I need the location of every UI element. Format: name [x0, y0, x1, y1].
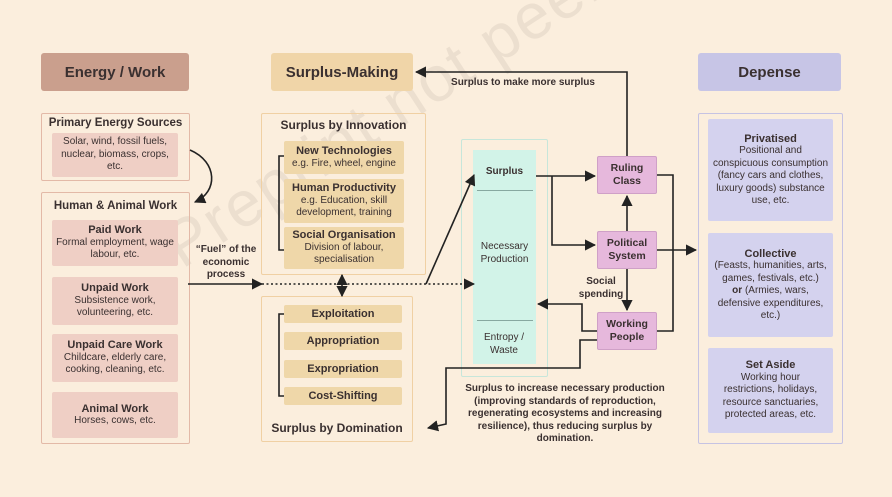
header-surplus-making: Surplus-Making	[271, 53, 413, 91]
privatised-box: Privatised Positional and conspicuous co…	[708, 119, 833, 221]
political-system-node: Political System	[597, 231, 657, 269]
new-technologies-box: New Technologies e.g. Fire, wheel, engin…	[284, 141, 404, 174]
exploitation-label: Exploitation	[311, 308, 375, 320]
expropriation-label: Expropriation	[307, 363, 379, 375]
unpaid-care-text: Childcare, elderly care, cooking, cleani…	[63, 351, 167, 376]
header-energy-work: Energy / Work	[41, 53, 189, 91]
collective-or: or	[732, 285, 743, 296]
innovation-title: Surplus by Innovation	[280, 118, 407, 132]
human-animal-frame	[41, 192, 190, 444]
paid-work-text: Formal employment, wage labour, etc.	[56, 236, 174, 261]
entropy-waste-label: Entropy / Waste	[483, 332, 525, 356]
primary-energy-text: Solar, wind, fossil fuels, nuclear, biom…	[61, 136, 169, 173]
working-people-node: Working People	[597, 312, 657, 350]
unpaid-work-box: Unpaid Work Subsistence work, volunteeri…	[52, 277, 178, 325]
privatised-text: Positional and conspicuous consumption (…	[712, 145, 829, 206]
animal-work-title: Animal Work	[81, 402, 149, 415]
ruling-working-bracket	[657, 174, 674, 332]
set-aside-text: Working hour restrictions, holidays, res…	[722, 371, 819, 421]
collective-box: Collective (Feasts, humanities, arts, ga…	[708, 233, 833, 337]
ruling-class-node: Ruling Class	[597, 156, 657, 194]
surplus-increase-label: Surplus to increase necessary production…	[465, 383, 665, 444]
necessary-production-label: Necessary Production	[480, 241, 529, 265]
unpaid-care-title: Unpaid Care Work	[67, 339, 163, 352]
domination-bracket	[278, 313, 284, 397]
social-spending-label: Social spending	[578, 276, 624, 300]
animal-work-box: Animal Work Horses, cows, etc.	[52, 392, 178, 438]
social-organisation-box: Social Organisation Division of labour, …	[284, 227, 404, 269]
production-column	[473, 150, 536, 364]
surplus-to-political-arrow	[551, 176, 597, 251]
set-aside-box: Set Aside Working hour restrictions, hol…	[708, 348, 833, 433]
primary-energy-box: Solar, wind, fossil fuels, nuclear, biom…	[52, 133, 178, 177]
human-productivity-title: Human Productivity	[292, 182, 396, 195]
cost-shifting-box: Cost-Shifting	[284, 387, 402, 405]
new-technologies-title: New Technologies	[296, 145, 392, 157]
expropriation-box: Expropriation	[284, 360, 402, 378]
surplus-more-arrow	[414, 66, 628, 156]
appropriation-label: Appropriation	[306, 335, 380, 347]
surplus-more-label: Surplus to make more surplus	[451, 77, 595, 88]
exploitation-box: Exploitation	[284, 305, 402, 323]
header-depense-label: Depense	[738, 63, 801, 81]
unpaid-work-title: Unpaid Work	[81, 282, 149, 295]
primary-to-human-arrow	[189, 149, 213, 204]
human-productivity-box: Human Productivity e.g. Education, skill…	[284, 179, 404, 223]
animal-work-text: Horses, cows, etc.	[74, 415, 156, 426]
innovation-bracket	[278, 155, 284, 251]
production-frame	[461, 139, 548, 377]
unpaid-work-text: Subsistence work, volunteering, etc.	[74, 294, 156, 319]
reduce-domination-arrow	[426, 339, 597, 432]
collective-line2: (Armies, wars, defensive expenditures, e…	[717, 285, 824, 321]
collective-line1: (Feasts, humanities, arts, games, festiv…	[714, 260, 827, 284]
paid-work-title: Paid Work	[88, 224, 142, 237]
social-organisation-title: Social Organisation	[292, 229, 396, 242]
political-system-label: Political System	[606, 237, 648, 262]
working-to-production-arrow	[536, 298, 597, 332]
surplus-label: Surplus	[485, 166, 524, 177]
new-technologies-text: e.g. Fire, wheel, engine	[292, 157, 396, 169]
primary-energy-title: Primary Energy Sources	[48, 117, 183, 129]
social-organisation-text: Division of labour, specialisation	[304, 241, 384, 266]
header-energy-work-label: Energy / Work	[64, 63, 166, 81]
appropriation-box: Appropriation	[284, 332, 402, 350]
unpaid-care-box: Unpaid Care Work Childcare, elderly care…	[52, 334, 178, 382]
primary-energy-frame	[41, 113, 190, 181]
working-people-label: Working People	[606, 318, 648, 343]
entropy-divider	[477, 320, 533, 321]
cost-shifting-label: Cost-Shifting	[308, 390, 378, 402]
collective-title: Collective	[744, 247, 797, 260]
fuel-label: “Fuel” of the economic process	[195, 244, 257, 280]
paid-work-box: Paid Work Formal employment, wage labour…	[52, 220, 178, 266]
header-depense: Depense	[698, 53, 841, 91]
domination-title: Surplus by Domination	[271, 421, 403, 435]
to-surplus-arrow	[425, 173, 476, 285]
set-aside-title: Set Aside	[745, 359, 796, 372]
human-animal-title: Human & Animal Work	[53, 200, 178, 212]
ruling-class-label: Ruling Class	[610, 162, 644, 187]
privatised-title: Privatised	[744, 132, 797, 145]
depense-frame	[698, 113, 843, 444]
human-productivity-text: e.g. Education, skill development, train…	[296, 194, 392, 219]
header-surplus-making-label: Surplus-Making	[285, 63, 399, 81]
surplus-divider	[477, 190, 533, 191]
